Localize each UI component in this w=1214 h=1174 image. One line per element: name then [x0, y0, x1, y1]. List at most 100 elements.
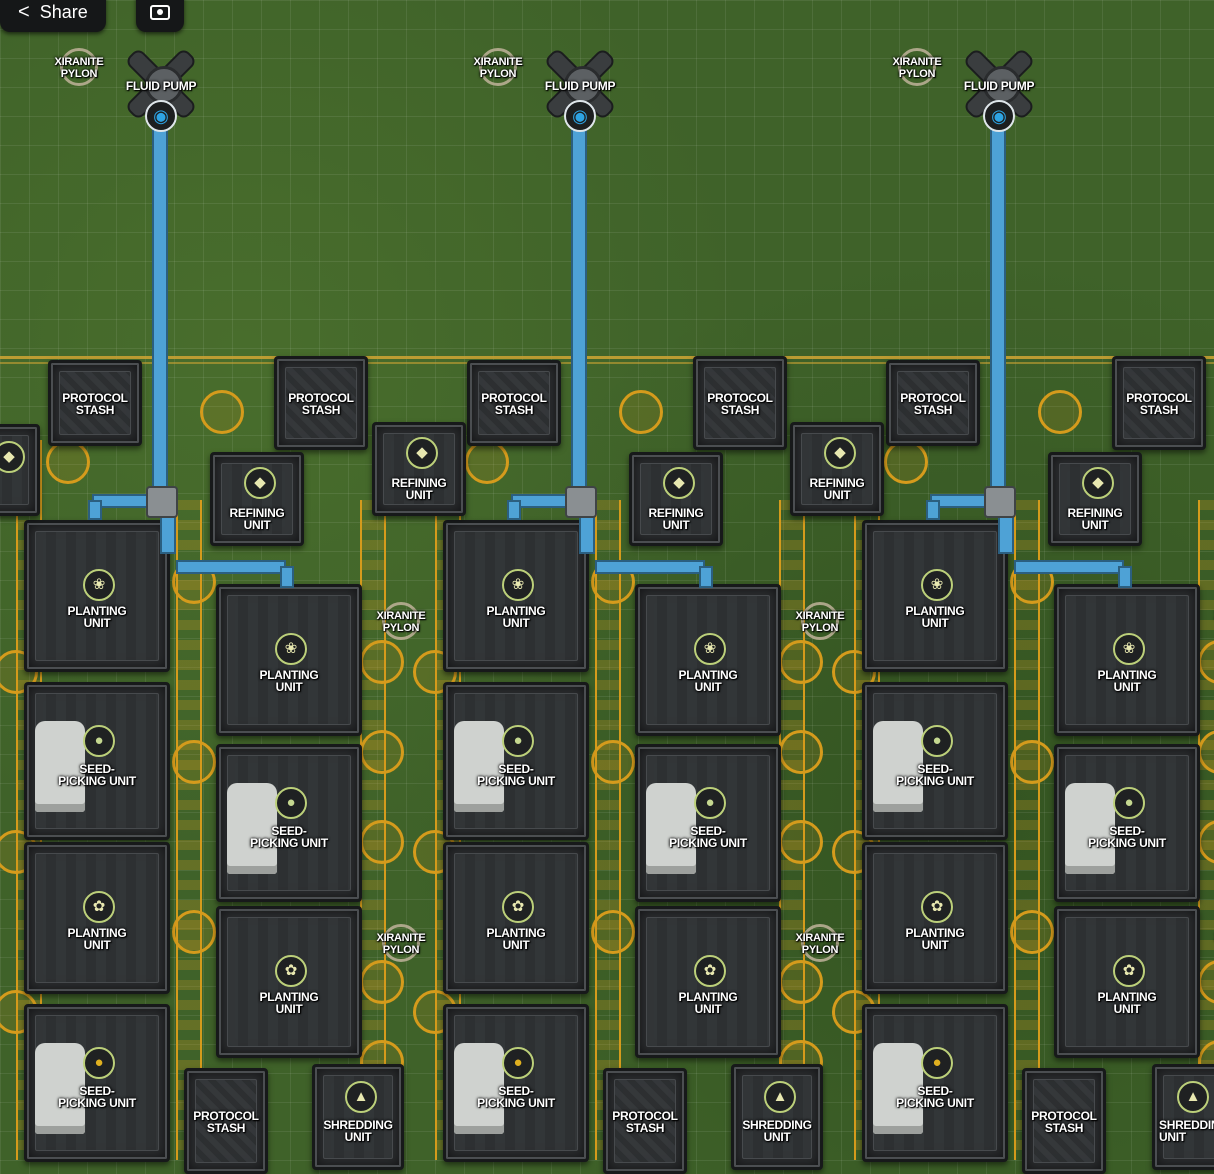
conveyor-bend — [200, 390, 244, 434]
label-line-2: PICKING UNIT — [669, 836, 747, 850]
label-line-1: FLUID PUMP — [125, 79, 197, 93]
fluid-pipe — [1014, 560, 1124, 574]
share-button[interactable]: < Share — [0, 0, 106, 32]
label-line-2: PYLON — [898, 68, 936, 80]
seed-picking-unit[interactable]: ●SEED-PICKING UNIT — [24, 682, 170, 840]
label-line-1: XIRANITE — [795, 932, 845, 944]
label-line-1: PLANTING — [486, 604, 546, 618]
pipe-junction — [984, 486, 1016, 518]
fluid-pump[interactable]: ◉FLUID PUMP — [953, 38, 1045, 132]
seed-picking-unit[interactable]: ●SEED-PICKING UNIT — [1054, 744, 1200, 902]
fluid-pipe — [571, 120, 587, 500]
pipe-junction — [146, 486, 178, 518]
fluid-pipe — [595, 560, 705, 574]
gold-seed-icon: ● — [921, 1047, 953, 1079]
conveyor-belt — [360, 500, 386, 1120]
label-line-2: UNIT — [83, 616, 111, 630]
label-line-1: XIRANITE — [376, 610, 426, 622]
gold-flower-icon: ✿ — [83, 891, 115, 923]
conveyor-bend — [360, 730, 404, 774]
gold-flower-icon: ✿ — [921, 891, 953, 923]
seed-icon: ● — [502, 725, 534, 757]
fluid-pump[interactable]: ◉FLUID PUMP — [115, 38, 207, 132]
share-label: Share — [39, 1, 88, 22]
screenshot-button[interactable] — [135, 0, 184, 32]
seed-picking-unit[interactable]: ●SEED-PICKING UNIT — [216, 744, 362, 902]
fluid-pump[interactable]: ◉FLUID PUMP — [534, 38, 626, 132]
label-line-2: UNIT — [243, 518, 271, 532]
label-line-1: PLANTING — [1097, 990, 1157, 1004]
seed-picking-unit[interactable]: ●SEED-PICKING UNIT — [862, 682, 1008, 840]
label-line-1: SHREDDIN — [1159, 1118, 1214, 1132]
label-line-1: XIRANITE — [892, 56, 942, 68]
label-line-2: UNIT — [502, 616, 530, 630]
label-line-2: PICKING UNIT — [58, 1096, 136, 1110]
label-line-2: PYLON — [382, 622, 420, 634]
seed-picking-unit[interactable]: ●SEED-PICKING UNIT — [24, 1004, 170, 1162]
label-line-1: SEED- — [79, 762, 115, 776]
label-line-1: FLUID PUMP — [544, 79, 616, 93]
seed-icon: ● — [83, 725, 115, 757]
conveyor-bend — [779, 640, 823, 684]
refining-unit-partial[interactable]: ◆INGNIT — [0, 424, 40, 516]
pylon-ring — [479, 48, 517, 86]
ore-icon: ◆ — [406, 437, 438, 469]
label-line-2: PYLON — [382, 944, 420, 956]
seed-picking-unit[interactable]: ●SEED-PICKING UNIT — [635, 744, 781, 902]
conveyor-bend — [591, 910, 635, 954]
label-line-1: SHREDDING — [742, 1118, 812, 1132]
seed-picking-unit[interactable]: ●SEED-PICKING UNIT — [443, 682, 589, 840]
label-line-1: PROTOCOL — [481, 391, 547, 405]
label-line-2: STASH — [720, 403, 760, 417]
conveyor-bend — [46, 440, 90, 484]
seed-picking-unit[interactable]: ●SEED-PICKING UNIT — [862, 1004, 1008, 1162]
label-line-2: PICKING UNIT — [477, 1096, 555, 1110]
seed-picking-unit[interactable]: ●SEED-PICKING UNIT — [443, 1004, 589, 1162]
label-line-2: STASH — [75, 403, 115, 417]
label-line-1: PROTOCOL — [288, 391, 354, 405]
conveyor-bend — [1038, 390, 1082, 434]
